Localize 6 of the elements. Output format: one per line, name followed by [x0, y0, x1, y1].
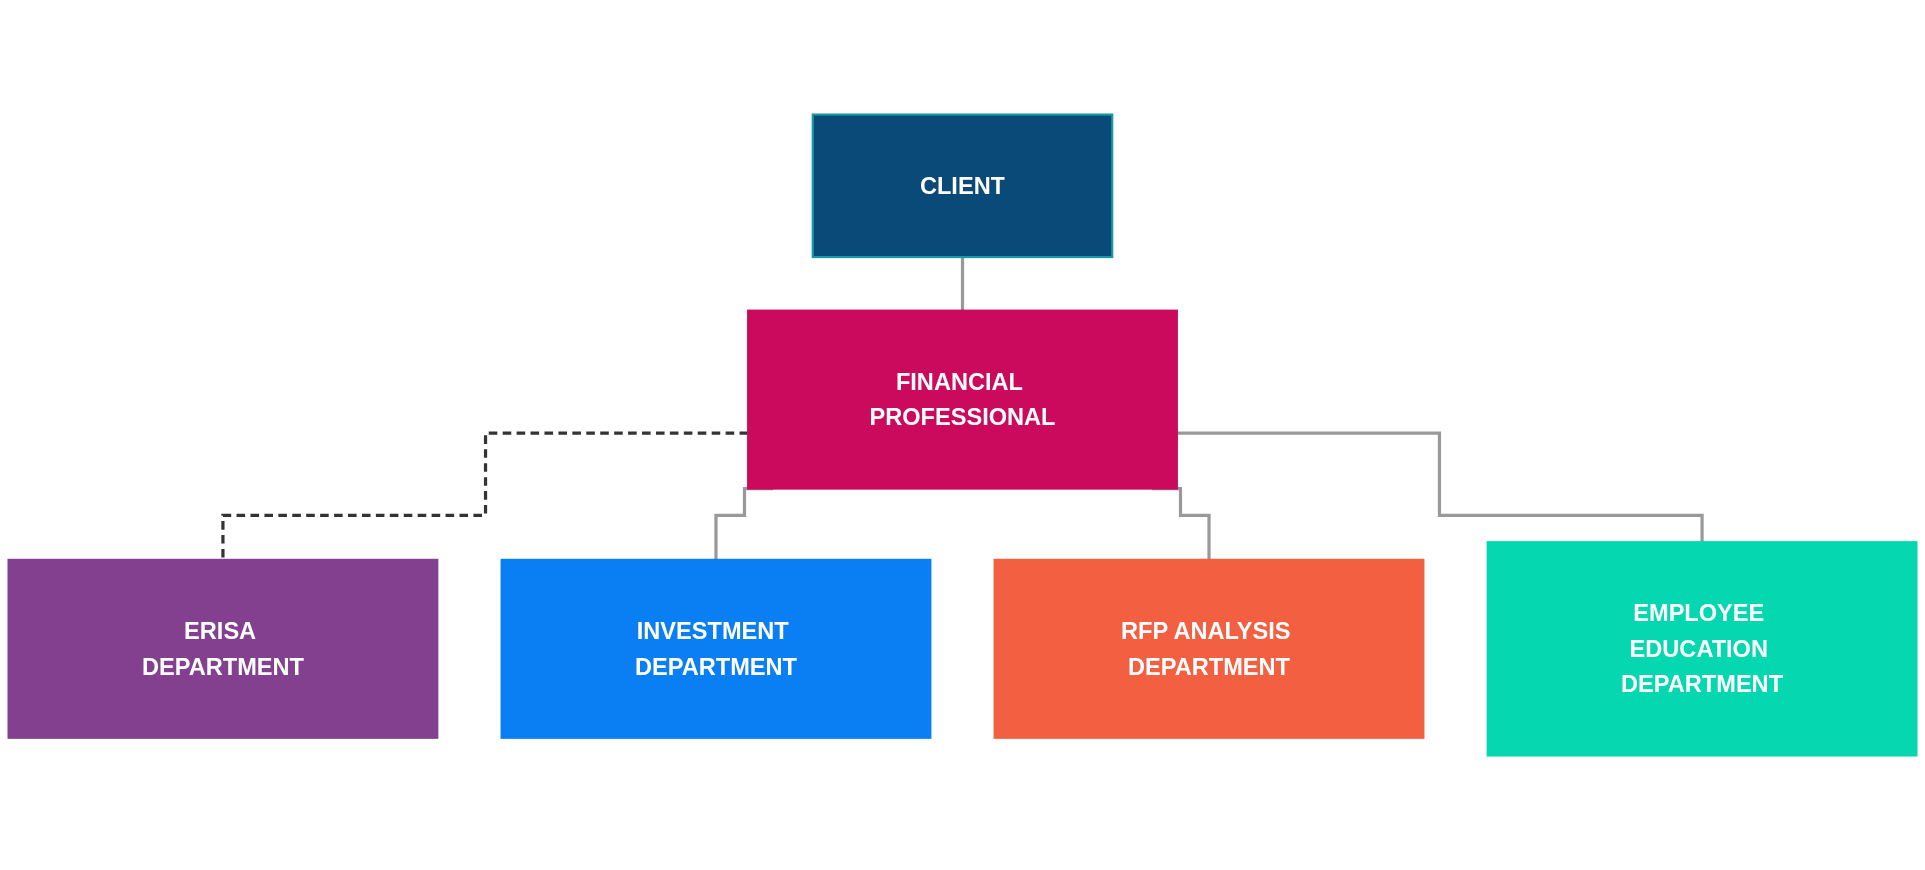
node-box: EMPLOYEE EDUCATION DEPARTMENT	[1486, 541, 1918, 757]
node-box: ERISA DEPARTMENT	[7, 558, 439, 739]
node-box: CLIENT	[811, 113, 1114, 259]
node-box: INVESTMENT DEPARTMENT	[500, 558, 932, 739]
node-box: FINANCIAL PROFESSIONAL	[747, 309, 1178, 490]
node-box: RFP ANALYSIS DEPARTMENT	[993, 558, 1425, 739]
